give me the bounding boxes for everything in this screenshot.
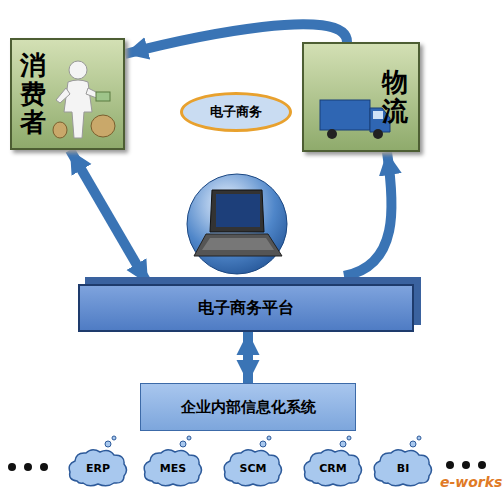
ellipsis-dots [8,461,486,471]
node-label: BI [397,462,409,475]
flow-arrow [243,332,253,383]
node-label: CRM [319,462,347,475]
cloud-shape [224,450,281,486]
system-cloud: SCM [222,448,284,488]
watermark: e-works [440,474,502,490]
node-label: 电子商务 [210,103,262,121]
cloud-shape [304,450,361,486]
flow-arrow [344,152,392,276]
logistics-box: 物流 [302,42,420,152]
cloud-shape [374,450,431,486]
ecommerce-ellipse: 电子商务 [180,92,292,132]
cloud-trails [105,436,421,447]
enterprise-system-box: 企业内部信息化系统 [140,383,356,431]
truck-figure [320,100,390,139]
node-label: 消费者 [20,51,46,137]
system-cloud: MES [142,448,204,488]
cloud-shape [144,450,201,486]
system-cloud: CRM [302,448,364,488]
cloud-shape [69,450,126,486]
platform-bar: 电子商务平台 [78,284,414,332]
consumer-figure [53,61,115,138]
node-label: 电子商务平台 [198,298,294,319]
node-label: 物流 [382,68,408,125]
node-label: MES [160,462,186,475]
system-cloud: ERP [67,448,129,488]
system-cloud: BI [372,448,434,488]
node-label: SCM [240,462,267,475]
node-label: ERP [86,462,110,475]
laptop-globe [187,174,287,274]
node-label: 企业内部信息化系统 [181,398,316,417]
flow-arrow [70,150,148,284]
